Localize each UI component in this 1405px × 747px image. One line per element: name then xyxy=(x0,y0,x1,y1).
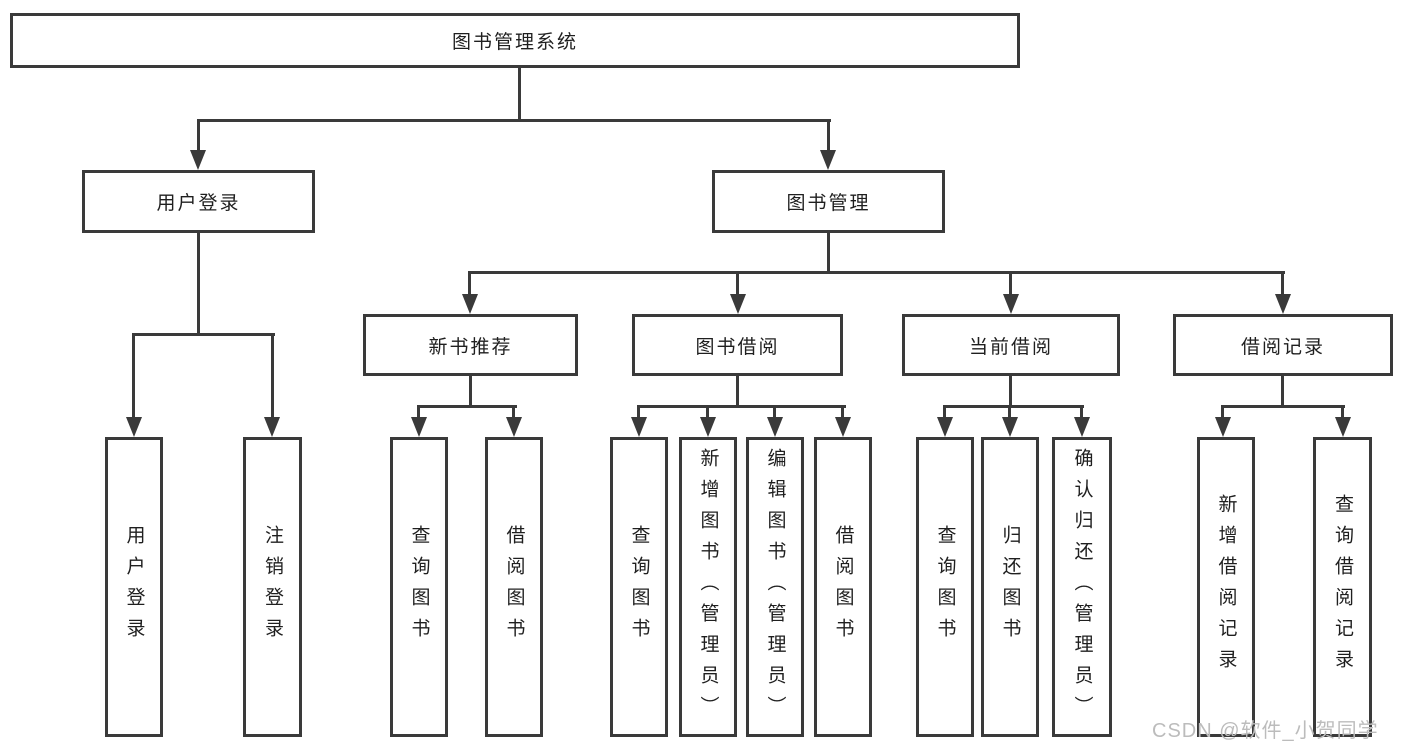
arrowhead-icon xyxy=(411,417,427,437)
connector-line xyxy=(469,271,1285,274)
connector-line xyxy=(417,405,420,419)
arrowhead-icon xyxy=(1215,417,1231,437)
arrowhead-icon xyxy=(835,417,851,437)
leaf-add-books-admin: 新增图书（管理员） xyxy=(679,437,737,737)
leaf-user-login: 用户登录 xyxy=(105,437,163,737)
connector-line xyxy=(197,119,831,122)
connector-line xyxy=(1009,376,1012,408)
leaf-logout: 注销登录 xyxy=(243,437,302,737)
arrowhead-icon xyxy=(730,294,746,314)
connector-line xyxy=(637,405,640,419)
arrowhead-icon xyxy=(767,417,783,437)
node-book-borrow: 图书借阅 xyxy=(632,314,843,376)
connector-line xyxy=(512,405,515,419)
leaf-query-books-1: 查询图书 xyxy=(390,437,448,737)
leaf-edit-books-admin: 编辑图书（管理员） xyxy=(746,437,804,737)
connector-line xyxy=(1008,405,1011,419)
connector-line xyxy=(197,233,200,334)
connector-line xyxy=(417,405,517,408)
connector-line xyxy=(637,405,846,408)
arrowhead-icon xyxy=(462,294,478,314)
arrowhead-icon xyxy=(1002,417,1018,437)
node-new-book-recommend: 新书推荐 xyxy=(363,314,578,376)
connector-line xyxy=(1221,405,1345,408)
arrowhead-icon xyxy=(506,417,522,437)
connector-line xyxy=(1281,271,1284,297)
csdn-watermark: CSDN @软件_小贺同学 xyxy=(1152,720,1379,742)
leaf-borrow-books-2: 借阅图书 xyxy=(814,437,872,737)
arrowhead-icon xyxy=(190,150,206,170)
leaf-borrow-books-1: 借阅图书 xyxy=(485,437,543,737)
arrowhead-icon xyxy=(1074,417,1090,437)
connector-line xyxy=(271,333,274,419)
connector-line xyxy=(827,233,830,274)
connector-line xyxy=(706,405,709,419)
connector-line xyxy=(1281,376,1284,408)
node-root: 图书管理系统 xyxy=(10,13,1020,68)
arrowhead-icon xyxy=(126,417,142,437)
leaf-add-borrow-record: 新增借阅记录 xyxy=(1197,437,1255,737)
leaf-return-books: 归还图书 xyxy=(981,437,1039,737)
leaf-confirm-return-admin: 确认归还（管理员） xyxy=(1052,437,1112,737)
leaf-query-books-2: 查询图书 xyxy=(610,437,668,737)
connector-line xyxy=(518,68,521,120)
leaf-query-borrow-record: 查询借阅记录 xyxy=(1313,437,1372,737)
node-current-borrow: 当前借阅 xyxy=(902,314,1120,376)
connector-line xyxy=(1341,405,1344,419)
arrowhead-icon xyxy=(1275,294,1291,314)
connector-line xyxy=(943,405,1084,408)
leaf-query-books-3: 查询图书 xyxy=(916,437,974,737)
arrowhead-icon xyxy=(700,417,716,437)
connector-line xyxy=(468,271,471,297)
connector-line xyxy=(1080,405,1083,419)
connector-line xyxy=(197,119,200,152)
node-book-management: 图书管理 xyxy=(712,170,945,233)
node-user-login: 用户登录 xyxy=(82,170,315,233)
connector-line xyxy=(736,271,739,297)
arrowhead-icon xyxy=(937,417,953,437)
connector-line xyxy=(841,405,844,419)
connector-line xyxy=(469,376,472,408)
arrowhead-icon xyxy=(631,417,647,437)
connector-line xyxy=(132,333,275,336)
connector-line xyxy=(773,405,776,419)
arrowhead-icon xyxy=(264,417,280,437)
arrowhead-icon xyxy=(1335,417,1351,437)
arrowhead-icon xyxy=(820,150,836,170)
connector-line xyxy=(943,405,946,419)
connector-line xyxy=(1221,405,1224,419)
connector-line xyxy=(132,333,135,419)
node-borrow-records: 借阅记录 xyxy=(1173,314,1393,376)
arrowhead-icon xyxy=(1003,294,1019,314)
connector-line xyxy=(827,119,830,152)
connector-line xyxy=(1009,271,1012,297)
connector-line xyxy=(736,376,739,408)
